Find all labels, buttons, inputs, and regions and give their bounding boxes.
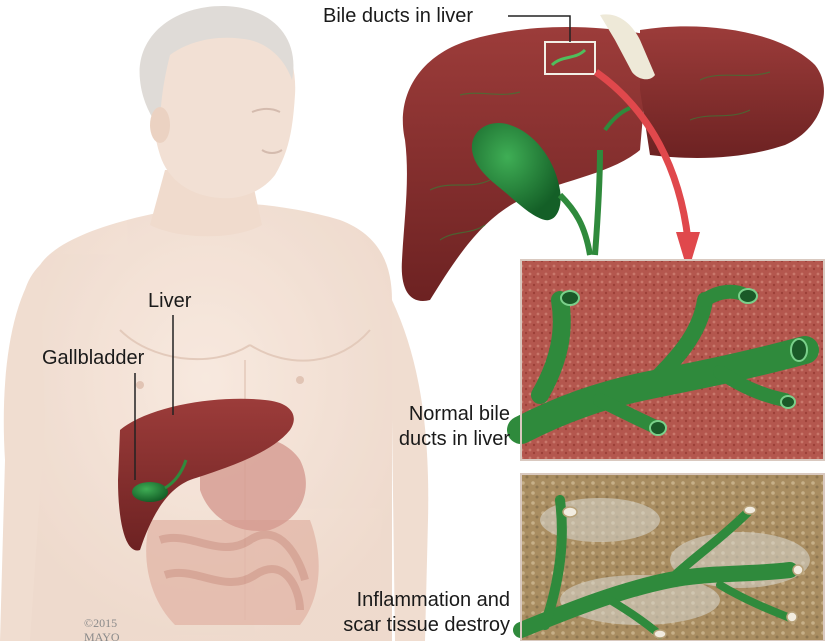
liver-illustration: [402, 14, 824, 301]
label-liver: Liver: [148, 289, 191, 314]
body-gallbladder: [132, 482, 168, 502]
label-gallbladder: Gallbladder: [42, 346, 144, 371]
inflamed-ducts-panel: [521, 474, 824, 641]
label-inflammation-line1: Inflammation and: [300, 588, 510, 613]
label-normal-bile-ducts-line1: Normal bile: [370, 402, 510, 427]
copyright-org: MAYO: [84, 630, 120, 644]
label-inflammation-line2: scar tissue destroy: [300, 613, 510, 638]
common-bile-duct: [560, 195, 590, 255]
intestines: [146, 520, 319, 625]
normal-ducts-panel: [521, 260, 824, 460]
ear: [150, 107, 170, 143]
liver-lobe-left: [640, 26, 824, 158]
label-inflammation: Inflammation and scar tissue destroy: [300, 588, 510, 638]
label-bile-ducts-in-liver: Bile ducts in liver: [323, 4, 473, 29]
label-normal-bile-ducts: Normal bile ducts in liver: [370, 402, 510, 452]
label-normal-bile-ducts-line2: ducts in liver: [370, 427, 510, 452]
copyright-year: ©2015: [84, 616, 120, 630]
copyright-notice: ©2015 MAYO: [84, 616, 120, 644]
